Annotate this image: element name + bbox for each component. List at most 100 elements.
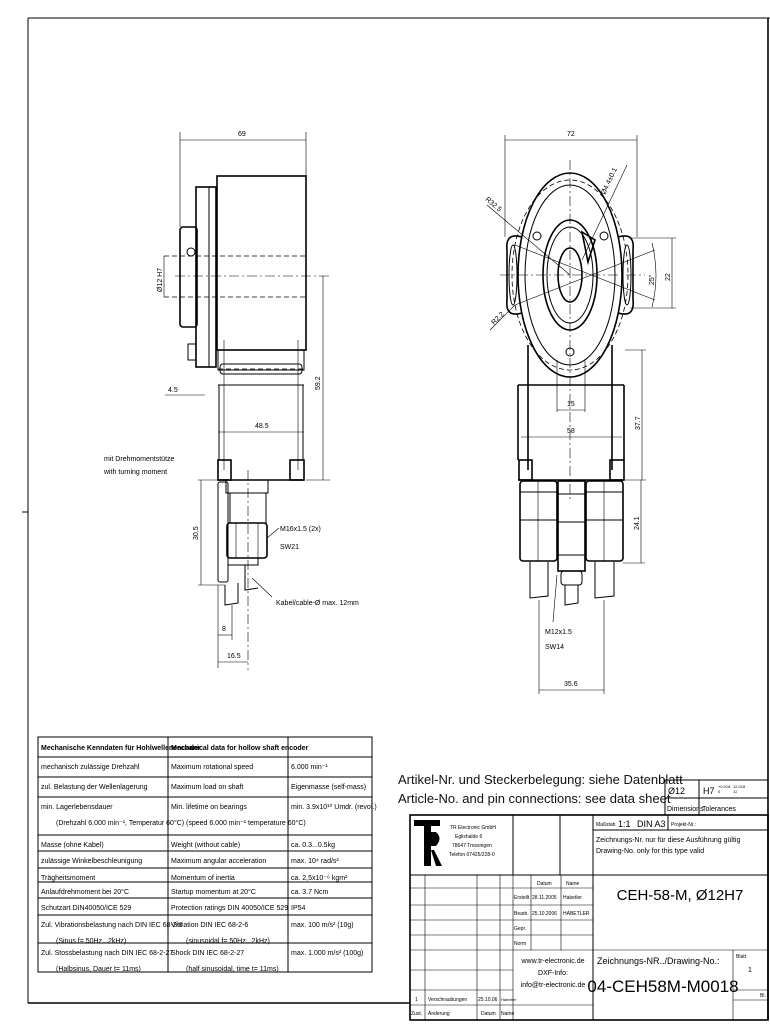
- validity-en: Drawing-No. only for this type valid: [596, 848, 704, 855]
- dim-bore: Ø12 H7: [157, 268, 164, 292]
- front-connector-thread: M12x1.5: [545, 629, 572, 636]
- rev-header-index: Zust.: [411, 1011, 422, 1017]
- rev-header-change: Änderung: [428, 1010, 450, 1017]
- title-block: TR Electronic GmbH Eglishalde 6 78647 Tr…: [409, 814, 769, 1021]
- dim-69: 69: [238, 131, 246, 138]
- spec-cell-en: Maximum load on shaft: [171, 784, 243, 791]
- connector-wrench-label: SW21: [280, 544, 299, 551]
- sheet-label: Blatt: [736, 954, 747, 960]
- revision-date: 25.10.06: [478, 997, 498, 1003]
- front-connector-wrench: SW14: [545, 644, 564, 651]
- tolerance-dimension: Ø12: [668, 786, 685, 796]
- label-dimensions: Dimensions: [667, 806, 704, 813]
- dim-r32-5: R32.5: [484, 196, 503, 213]
- note-torque-de: mit Drehmomentstütze: [104, 456, 175, 463]
- sheet-frame: [22, 17, 770, 1020]
- spec-cell-en: (speed 6.000 min⁻¹ temperature 60°C): [186, 819, 306, 827]
- dim-hole: Ø4.4±0.1: [600, 167, 619, 196]
- spec-cell-en: Protection ratings DIN 40050/ICE 529: [171, 905, 288, 912]
- spec-table: Mechanische Kenndaten für Hohlwellenenco…: [37, 736, 377, 973]
- tolerance-lower: 0: [718, 789, 721, 794]
- spec-cell-en: Maximum rotational speed: [171, 764, 253, 771]
- created-label: Erstellt: [514, 895, 530, 901]
- edited-date: 25.10.2006: [532, 911, 557, 917]
- col-name: Name: [566, 881, 580, 887]
- spec-cell-de: zul. Belastung der Wellenlagerung: [41, 784, 148, 791]
- spec-cell-value: ca. 2,5x10⁻⁶ kgm²: [291, 875, 348, 882]
- tolerance-right-top: 12,018: [733, 784, 746, 789]
- spec-cell-value: 6.000 min⁻¹: [291, 764, 328, 771]
- dxf-label: DXF-Info:: [538, 970, 568, 977]
- sheet-value: 1: [748, 967, 752, 974]
- spec-cell-de: Schutzart DIN40050/ICE 529: [41, 905, 131, 912]
- dim-30-5: 30.5: [193, 526, 200, 540]
- edited-label: Bearb.: [514, 911, 529, 917]
- rev-header-date: Datum: [481, 1011, 496, 1017]
- rev-header-name: Name: [501, 1011, 515, 1017]
- company-name: TR Electronic GmbH: [450, 825, 496, 831]
- dim-72: 72: [567, 131, 575, 138]
- spec-cell-en: Shock DIN IEC 68-2-27: [171, 950, 244, 957]
- company-street: Eglishalde 6: [455, 834, 482, 840]
- drawing-number: 04-CEH58M-M0018: [587, 977, 738, 996]
- paper-format: DIN A3: [637, 819, 666, 829]
- validity-de: Zeichnungs-Nr. nur für diese Ausführung …: [596, 837, 740, 844]
- spec-cell-de: Zul. Stossbelastung nach DIN IEC 68-2-27: [41, 950, 173, 957]
- dim-8: 8: [222, 626, 226, 633]
- created-name: Habetler: [563, 895, 582, 901]
- revision-name: Habetler: [501, 997, 517, 1002]
- spec-cell-value: ca. 3.7 Ncm: [291, 889, 329, 896]
- drawing-no-label: Zeichnungs-NR../Drawing-No.:: [597, 956, 720, 966]
- spec-cell-de: (Drehzahl 6.000 min⁻¹, Temperatur 60°C): [56, 819, 184, 827]
- dim-16-5: 16.5: [227, 653, 241, 660]
- spec-cell-value: IP54: [291, 905, 306, 912]
- dim-58: 58: [567, 428, 575, 435]
- revision-index: 1: [415, 997, 418, 1003]
- spec-cell-de: zulässige Winkelbeschleunigung: [41, 858, 142, 865]
- dim-15: 15: [567, 401, 575, 408]
- spec-cell-en: (half sinusoidal, time t= 11ms): [186, 966, 279, 973]
- spec-cell-en: Maximum angular acceleration: [171, 858, 266, 865]
- created-date: 28.11.2005: [532, 895, 557, 901]
- scale-value: 1:1: [618, 819, 631, 829]
- spec-header-de: Mechanische Kenndaten für Hohlwellenenco…: [41, 745, 201, 752]
- spec-cell-value: Eigenmasse (self-mass): [291, 784, 366, 791]
- spec-cell-en: Momentum of inertia: [171, 875, 235, 882]
- spec-cell-de: (Sinus f= 50Hz...2kHz): [56, 938, 126, 945]
- dim-4-5: 4.5: [168, 387, 178, 394]
- checked-label: Gepr.: [514, 926, 526, 932]
- dim-24-1: 24.1: [634, 516, 641, 530]
- note-torque-en: with turning moment: [103, 469, 167, 476]
- spec-cell-de: Zul. Vibrationsbelastung nach DIN IEC 68…: [41, 922, 183, 929]
- tr-logo: [414, 820, 442, 866]
- spec-cell-de: Masse (ohne Kabel): [41, 842, 104, 849]
- connector-thread-label: M16x1.5 (2x): [280, 526, 321, 533]
- spec-cell-value: min. 3.9x10¹⁰ Umdr. (revol.): [291, 803, 377, 811]
- dim-angle: 25°: [648, 274, 656, 285]
- spec-cell-de: (Halbsinus, Dauer t= 11ms): [56, 966, 141, 973]
- label-tolerances: Tolerances: [702, 806, 736, 813]
- email: info@tr-electronic.de: [521, 982, 586, 989]
- tolerance-upper: +0.018: [718, 784, 731, 789]
- website: www.tr-electronic.de: [520, 958, 584, 965]
- tolerance-right-bottom: 12: [733, 789, 738, 794]
- tolerance-class: H7: [703, 786, 715, 796]
- dim-48-5: 48.5: [255, 423, 269, 430]
- spec-cell-en: (sinusoidal f= 50Hz...2kHz): [186, 938, 270, 945]
- spec-cell-de: min. Lagerlebensdauer: [41, 804, 113, 811]
- cable-note: Kabel/cable-Ø max. 12mm: [276, 600, 359, 607]
- edited-name: HABETLER: [563, 911, 590, 917]
- spec-header-en: Mechanical data for hollow shaft encoder: [171, 745, 309, 752]
- tolerance-box: Ø12 H7 +0.018 0 12,018 12 Dimensions Tol…: [664, 779, 769, 816]
- side-view: 69 Ø12 H7 4.5 59.2 48.5 mit Drehmomentst…: [103, 131, 359, 670]
- drawing-title: CEH-58-M, Ø12H7: [617, 887, 744, 904]
- dim-59-2: 59.2: [315, 376, 322, 390]
- spec-cell-en: Startup momentum at 20°C: [171, 888, 256, 896]
- dim-r2-2: R2.2: [490, 311, 505, 326]
- scale-label: Maßstab: [596, 822, 616, 828]
- dim-35-6: 35.6: [564, 681, 578, 688]
- approval-grid: [410, 875, 768, 1020]
- spec-cell-en: Weight (without cable): [171, 842, 240, 849]
- norm-label: Norm: [514, 941, 526, 947]
